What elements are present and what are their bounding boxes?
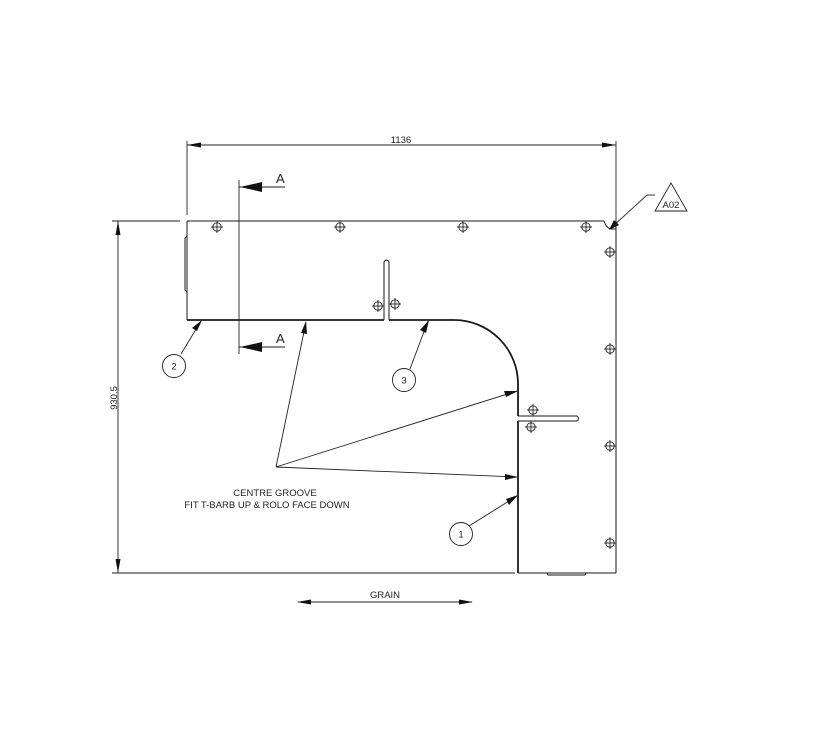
section-label-top: A: [276, 171, 285, 186]
hole-icon: [333, 220, 347, 234]
width-dimension-label: 1136: [391, 135, 411, 146]
balloon-1-label: 1: [458, 530, 463, 541]
width-dimension: 1136: [186, 135, 617, 226]
section-label-bottom: A: [276, 331, 285, 346]
hole-icon: [603, 245, 617, 259]
hole-icon: [456, 220, 470, 234]
revision-tag-label: A02: [663, 200, 680, 211]
height-dimension: 930.5: [109, 220, 515, 574]
hole-icon: [210, 220, 224, 234]
hole-icon: [579, 220, 593, 234]
panel-outline: [184, 220, 617, 576]
groove-leaders: [275, 321, 518, 480]
hole-icon: [526, 403, 540, 417]
grain-direction: GRAIN: [297, 590, 473, 605]
section-marker: A A: [238, 171, 285, 354]
balloon-2: 2: [162, 320, 202, 378]
balloon-3: 3: [392, 320, 429, 392]
balloon-3-label: 3: [401, 376, 406, 387]
note-line-1: CENTRE GROOVE: [233, 488, 316, 499]
hole-icon: [603, 342, 617, 356]
height-dimension-label: 930.5: [109, 386, 120, 410]
balloon-2-label: 2: [171, 362, 176, 373]
groove-note: CENTRE GROOVE FIT T-BARB UP & ROLO FACE …: [184, 488, 349, 511]
note-line-2: FIT T-BARB UP & ROLO FACE DOWN: [184, 500, 349, 511]
grain-label: GRAIN: [370, 590, 400, 601]
hole-icon: [603, 536, 617, 550]
revision-tag: A02: [609, 182, 688, 230]
hole-icon: [388, 297, 402, 311]
balloon-1: 1: [449, 495, 518, 546]
hole-icon: [524, 420, 538, 434]
hole-icon: [371, 299, 385, 313]
hole-icon: [603, 439, 617, 453]
